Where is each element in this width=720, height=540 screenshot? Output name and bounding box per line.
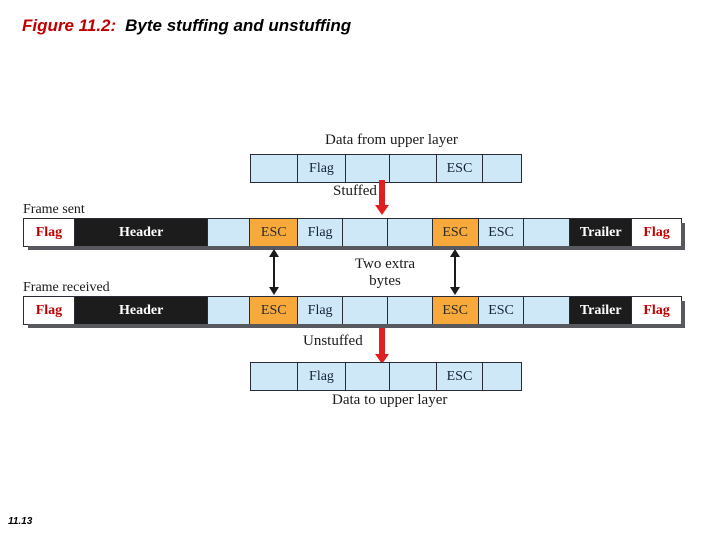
cell-recv-4-flag: Flag <box>298 297 344 324</box>
cell-lower-0 <box>251 363 298 390</box>
cell-sent-11-flag: Flag <box>632 219 681 246</box>
cell-sent-6 <box>387 219 433 246</box>
page-number: 11.13 <box>8 516 33 527</box>
two-extra-bytes-line2: bytes <box>369 273 401 290</box>
two-extra-bytes-arrow-left-icon <box>268 249 280 295</box>
cell-upper-3 <box>389 155 437 182</box>
cell-lower-2 <box>346 363 390 390</box>
cell-recv-10-trailer: Trailer <box>570 297 633 324</box>
stuffed-down-arrow-icon <box>375 180 389 215</box>
cell-upper-1-flag: Flag <box>297 155 347 182</box>
bar-frame-sent: Flag Header ESC Flag ESC ESC Trailer Fla… <box>23 218 685 250</box>
cell-sent-10-trailer: Trailer <box>570 219 633 246</box>
label-two-extra-bytes: Two extra bytes <box>310 256 460 291</box>
cell-sent-3-esc: ESC <box>250 219 299 246</box>
unstuffed-down-arrow-icon <box>375 328 389 364</box>
cell-recv-6 <box>387 297 433 324</box>
figure-number: Figure 11.2: <box>22 16 117 35</box>
label-stuffed: Stuffed <box>333 183 377 199</box>
cell-lower-5 <box>483 363 521 390</box>
label-data-from-upper-layer: Data from upper layer <box>325 132 458 148</box>
cell-recv-2 <box>208 297 251 324</box>
cell-upper-5 <box>483 155 521 182</box>
cell-sent-1-header: Header <box>74 219 209 246</box>
cell-sent-7-esc: ESC <box>432 219 479 246</box>
cell-recv-1-header: Header <box>74 297 209 324</box>
cell-recv-7-esc: ESC <box>432 297 479 324</box>
figure-caption: Byte stuffing and unstuffing <box>125 16 352 35</box>
cell-lower-1-flag: Flag <box>297 363 347 390</box>
bar-frame-received: Flag Header ESC Flag ESC ESC Trailer Fla… <box>23 296 685 328</box>
cell-recv-9 <box>524 297 571 324</box>
label-frame-received: Frame received <box>23 280 110 295</box>
cell-sent-9 <box>524 219 571 246</box>
cell-sent-5 <box>343 219 388 246</box>
page-title: Figure 11.2: Byte stuffing and unstuffing <box>22 16 351 36</box>
cell-recv-0-flag: Flag <box>24 297 75 324</box>
cell-lower-4-esc: ESC <box>436 363 484 390</box>
cell-sent-4-flag: Flag <box>298 219 344 246</box>
cell-upper-2 <box>346 155 390 182</box>
cell-upper-4-esc: ESC <box>436 155 484 182</box>
label-frame-sent: Frame sent <box>23 202 85 217</box>
cell-sent-0-flag: Flag <box>24 219 75 246</box>
bar-data-to-upper-layer: Flag ESC <box>250 362 522 391</box>
label-unstuffed: Unstuffed <box>303 333 363 349</box>
bar-data-from-upper-layer: Flag ESC <box>250 154 522 183</box>
label-data-to-upper-layer: Data to upper layer <box>332 392 448 408</box>
cell-recv-8-esc: ESC <box>478 297 525 324</box>
cell-recv-5 <box>343 297 388 324</box>
cell-recv-11-flag: Flag <box>632 297 681 324</box>
cell-lower-3 <box>389 363 437 390</box>
cell-sent-2 <box>208 219 251 246</box>
cell-recv-3-esc: ESC <box>250 297 299 324</box>
cell-sent-8-esc: ESC <box>478 219 525 246</box>
two-extra-bytes-arrow-right-icon <box>449 249 461 295</box>
two-extra-bytes-line1: Two extra <box>354 256 416 272</box>
cell-upper-0 <box>251 155 298 182</box>
